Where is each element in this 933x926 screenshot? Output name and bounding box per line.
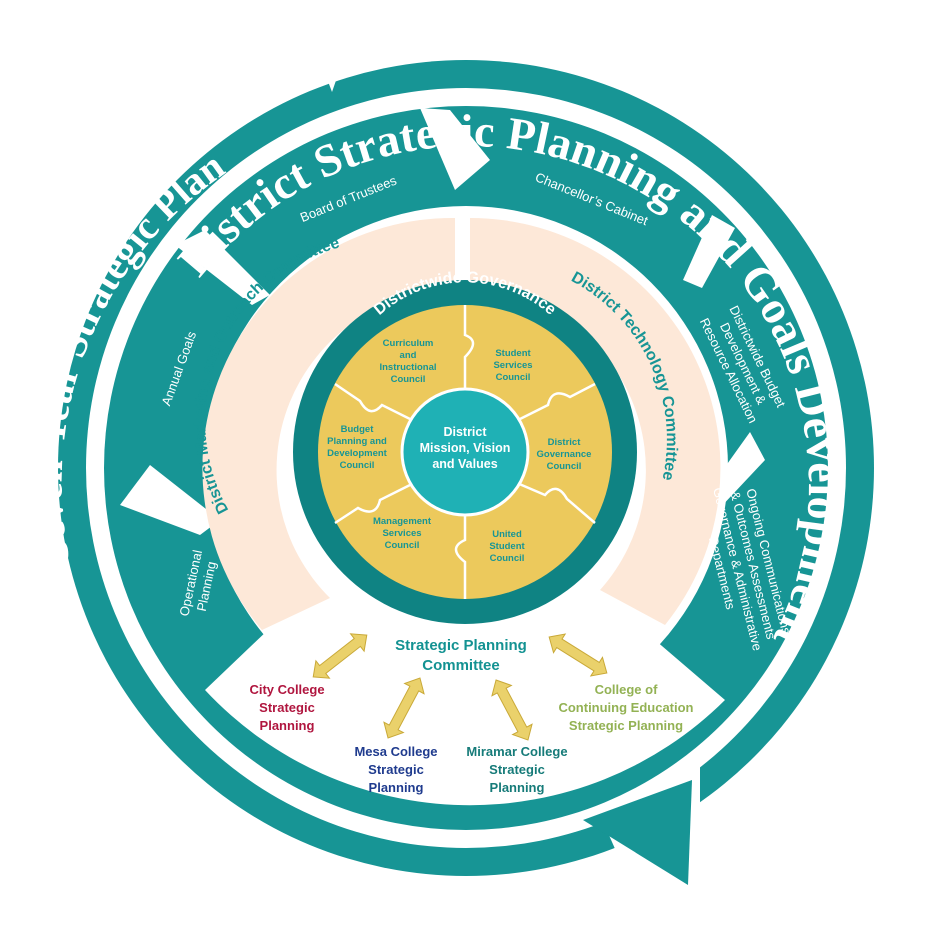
city-line-2: Strategic: [259, 700, 315, 715]
puzzle-curriculum: Curriculum and Instructional Council: [379, 338, 436, 385]
strategic-planning-committee: Strategic Planning Committee: [395, 637, 527, 674]
mission-line-2: Mission, Vision: [420, 441, 511, 455]
united-student-line-2: Student: [489, 541, 525, 552]
puzzle-lines: [334, 305, 596, 599]
separator-annual-board: [175, 230, 270, 305]
puzzle-line-upper-right: [509, 382, 596, 426]
governance-wheel: [293, 280, 637, 624]
district-governance-line-1: District: [548, 437, 582, 448]
curriculum-line-3: Instructional: [379, 362, 436, 373]
puzzle-line-upper-left: [334, 382, 421, 426]
city-line-3: Planning: [260, 718, 315, 733]
management-services-line-3: Council: [385, 540, 420, 551]
budget-planning-line-2: Planning and: [327, 436, 387, 447]
arrow-city: [312, 633, 368, 679]
miramar-line-2: Strategic: [489, 762, 545, 777]
puzzle-line-bottom: [454, 503, 467, 599]
process-ring-bottom-gap: [205, 628, 725, 806]
puzzle-management-services: Management Services Council: [373, 516, 432, 551]
budget-planning-line-3: Development: [327, 448, 387, 459]
puzzle-united-student: United Student Council: [489, 529, 525, 564]
curriculum-line-2: and: [400, 350, 417, 361]
budget-planning-line-4: Council: [340, 460, 375, 471]
mesa-line-3: Planning: [369, 780, 424, 795]
city-line-1: City College: [249, 682, 324, 697]
miramar-line-1: Miramar College: [466, 744, 567, 759]
committee-line-1: Strategic Planning: [395, 637, 527, 654]
continuing-education-planning: College of Continuing Education Strategi…: [558, 682, 693, 733]
miramar-college-planning: Miramar College Strategic Planning: [466, 744, 567, 795]
student-services-line-1: Student: [495, 348, 531, 359]
continuing-line-3: Strategic Planning: [569, 718, 683, 733]
puzzle-budget-planning: Budget Planning and Development Council: [327, 424, 387, 471]
mesa-line-2: Strategic: [368, 762, 424, 777]
district-governance-line-2: Governance: [537, 449, 592, 460]
planning-arrows: [312, 633, 608, 741]
management-services-line-2: Services: [382, 528, 421, 539]
united-student-line-3: Council: [490, 553, 525, 564]
district-governance-line-3: Council: [547, 461, 582, 472]
mission-center: [400, 387, 530, 517]
mesa-line-1: Mesa College: [354, 744, 437, 759]
separator-board-cabinet: [420, 108, 490, 190]
outer-ring-arrowhead: [583, 780, 692, 885]
separator-budget-ongoing: [705, 432, 765, 510]
committee-band-right: [470, 217, 721, 626]
arrow-miramar: [491, 679, 533, 741]
committee-line-2: Committee: [422, 657, 500, 674]
separator-operational-annual: [120, 465, 220, 535]
curriculum-line-4: Council: [391, 374, 426, 385]
student-services-line-2: Services: [493, 360, 532, 371]
student-services-line-3: Council: [496, 372, 531, 383]
united-student-line-1: United: [492, 529, 522, 540]
puzzle-district-governance: District Governance Council: [537, 437, 592, 472]
separator-cabinet-budget: [683, 215, 735, 288]
continuing-line-2: Continuing Education: [558, 700, 693, 715]
outer-ring-notch: [320, 40, 350, 92]
puzzle-line-lower-right: [509, 478, 596, 524]
curriculum-line-1: Curriculum: [383, 338, 434, 349]
committee-band-left: [202, 217, 455, 630]
city-college-planning: City College Strategic Planning: [249, 682, 324, 733]
mesa-college-planning: Mesa College Strategic Planning: [354, 744, 437, 795]
mission-line-3: and Values: [432, 457, 497, 471]
puzzle-line-lower-left: [334, 478, 421, 525]
management-services-line-1: Management: [373, 516, 432, 527]
budget-planning-line-1: Budget: [341, 424, 375, 435]
mission-line-1: District: [443, 425, 487, 439]
puzzle-line-top: [463, 305, 475, 400]
arrow-continuing: [548, 633, 608, 677]
committee-band: [202, 217, 721, 630]
mission-text: District Mission, Vision and Values: [420, 425, 511, 471]
miramar-line-3: Planning: [490, 780, 545, 795]
continuing-line-1: College of: [595, 682, 659, 697]
arrow-mesa: [383, 677, 425, 739]
puzzle-student-services: Student Services Council: [493, 348, 532, 383]
